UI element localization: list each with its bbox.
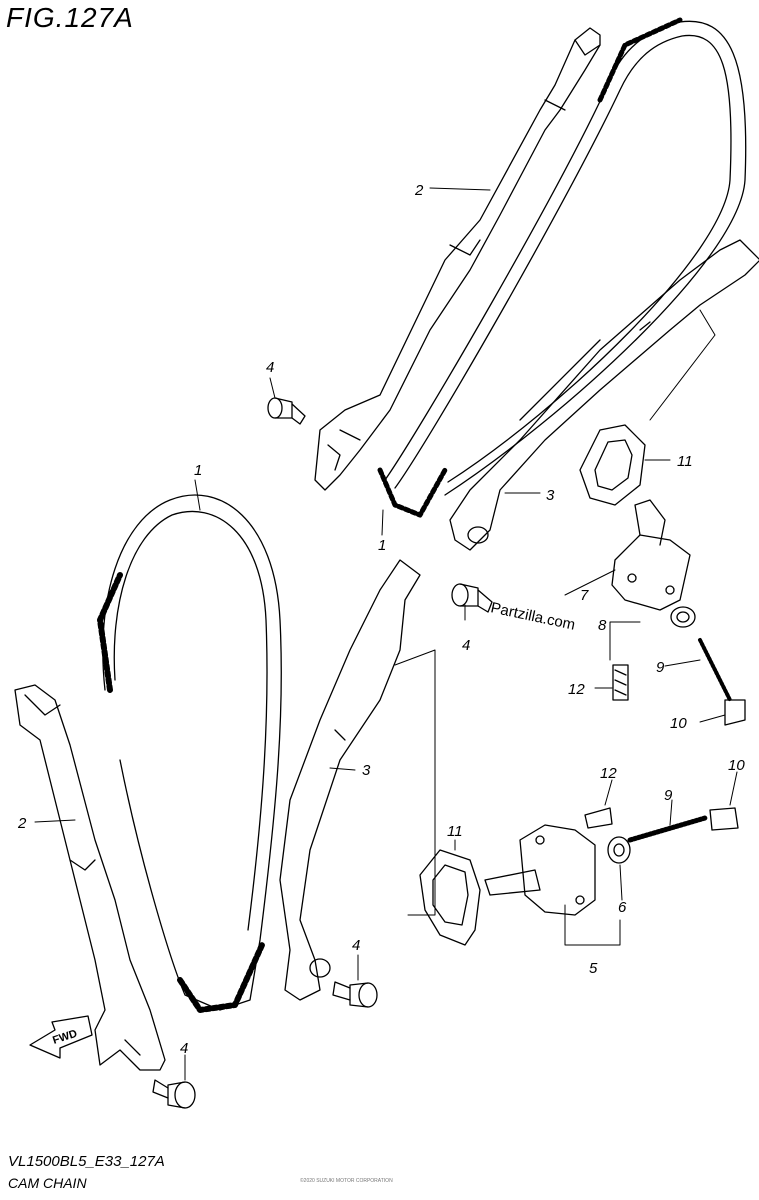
lower-bolt-guide [152,1079,196,1109]
callout-7: 7 [580,587,589,604]
lower-washer [607,836,631,864]
callout-6: 6 [618,899,627,916]
upper-spring-bolt [698,638,746,726]
fwd-arrow-icon [29,1015,93,1059]
lower-small-bolt [584,807,613,829]
callout-4-lower-guide: 4 [180,1040,188,1057]
callout-4-upper-guide: 4 [266,359,274,376]
lower-cam-chain [97,494,282,1013]
figure-name: CAM CHAIN [8,1175,87,1191]
lower-tensioner-arm [279,559,421,1001]
upper-bolt-guide [267,397,306,425]
callout-2-lower: 2 [17,815,27,832]
lower-gasket [419,849,481,946]
upper-bolt-tensioner [451,583,493,613]
figure-title: FIG.127A [6,2,134,33]
lower-tensioner [484,824,596,916]
callout-11-upper: 11 [677,453,693,470]
callout-11-lower: 11 [447,823,463,840]
callout-9-upper: 9 [656,659,665,676]
callout-1-lower: 1 [194,462,202,479]
callout-10-lower: 10 [728,757,745,774]
upper-chain-guide [314,27,601,491]
watermark: Partzilla.com [489,599,577,633]
lower-chain-guide [14,684,166,1071]
lower-bolt-arm [332,981,378,1008]
callout-8: 8 [598,617,607,634]
upper-cam-chain [377,17,747,518]
callout-9-lower: 9 [664,787,673,804]
callout-12-upper: 12 [568,681,585,698]
callout-4-upper-tensioner: 4 [462,637,470,654]
copyright: ©2020 SUZUKI MOTOR CORPORATION [300,1178,393,1184]
callout-3-lower: 3 [362,762,371,779]
lower-spring-bolt [627,807,739,843]
upper-gasket [579,424,646,506]
upper-tensioner-arm [449,239,759,551]
upper-washer [670,606,696,628]
upper-small-bolt [612,664,629,701]
callout-12-lower: 12 [600,765,617,782]
callout-2-upper: 2 [414,182,424,199]
callout-4-lower-arm: 4 [352,937,360,954]
callout-10-upper: 10 [670,715,687,732]
upper-tensioner [611,499,691,611]
callout-3-upper: 3 [546,487,555,504]
callout-5: 5 [589,960,598,977]
leader-lines [34,187,738,1081]
figure-code: VL1500BL5_E33_127A [8,1153,165,1170]
callout-1-upper: 1 [378,537,386,554]
